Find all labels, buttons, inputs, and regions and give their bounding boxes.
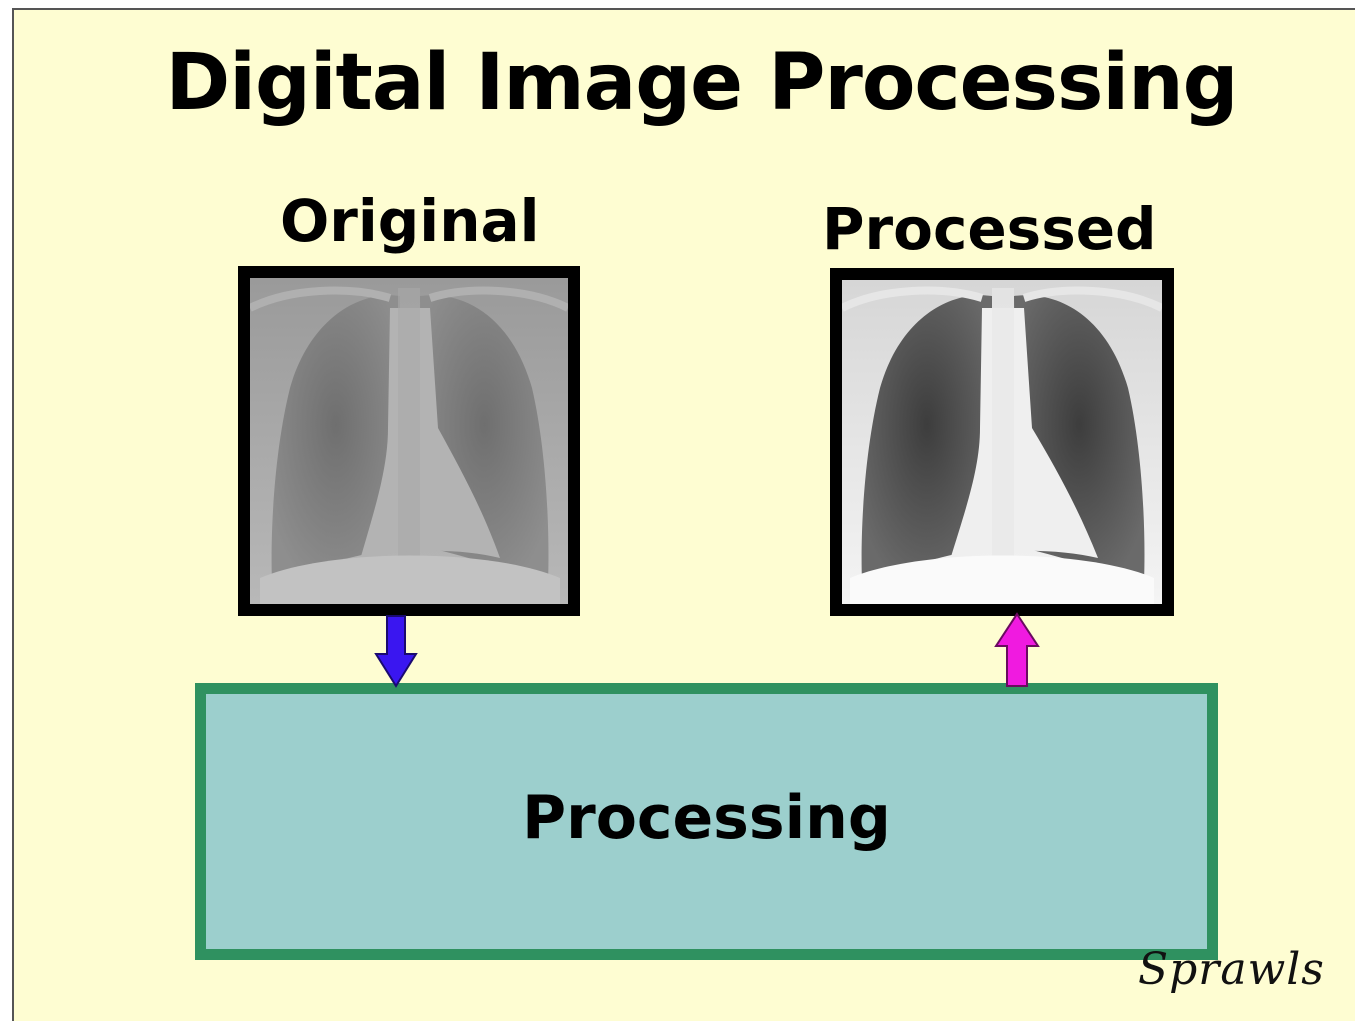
output-arrow-icon bbox=[994, 612, 1040, 688]
original-xray-image bbox=[238, 266, 580, 616]
signature: Sprawls bbox=[1138, 948, 1325, 992]
input-arrow-icon bbox=[374, 614, 418, 688]
processed-xray-image bbox=[830, 268, 1174, 616]
processing-label: Processing bbox=[195, 788, 1218, 848]
original-label: Original bbox=[280, 192, 540, 250]
slide-title: Digital Image Processing bbox=[0, 44, 1355, 122]
processed-xray-picture bbox=[842, 280, 1162, 604]
processed-label: Processed bbox=[822, 200, 1157, 258]
original-xray-picture bbox=[250, 278, 568, 604]
